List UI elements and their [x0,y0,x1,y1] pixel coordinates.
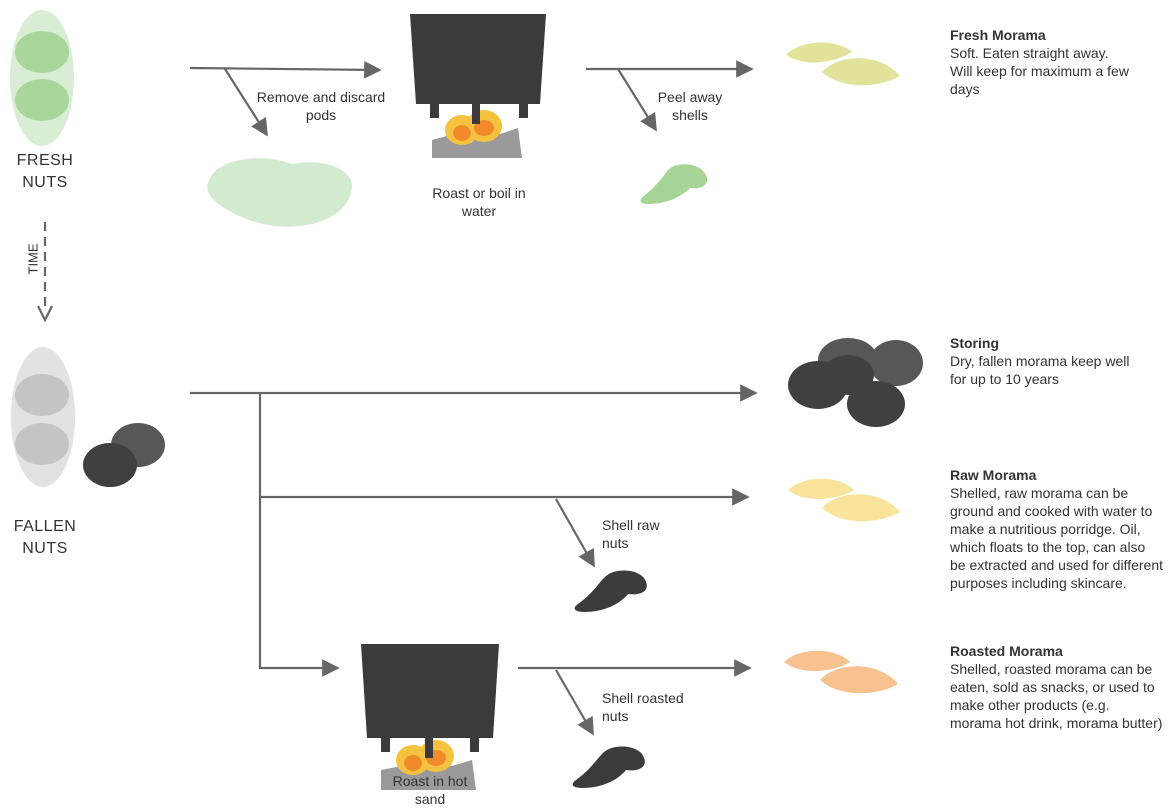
product-raw-morama-text: Shelled, raw morama can be ground and co… [950,485,1163,591]
step-shell-roasted-label: Shell roasted nuts [602,690,684,724]
product-storing-title: Storing [950,335,999,351]
bottom-flow-arrows [190,384,758,736]
product-raw-morama-title: Raw Morama [950,467,1037,483]
fallen-dark-nuts-icon [83,423,165,487]
fallen-nuts-label: FALLEN NUTS [13,518,77,557]
product-roasted-morama: Roasted Morama Shelled, roasted morama c… [950,642,1164,732]
step-remove-pods-label: Remove and discard pods [256,89,386,123]
product-fresh-morama-title: Fresh Morama [950,27,1046,43]
stored-nuts-icon [788,338,923,427]
roasted-morama-nuts-icon [784,650,898,694]
product-raw-morama: Raw Morama Shelled, raw morama can be gr… [950,466,1164,592]
step-shell-raw-label: Shell raw nuts [602,517,660,551]
discarded-pod-icon [207,158,352,227]
step-roast-boil-label: Roast or boil in water [432,185,526,219]
product-fresh-morama-text: Soft. Eaten straight away. Will keep for… [950,45,1129,97]
time-label: TIME [25,243,41,275]
step-peel-shells-label: Peel away shells [657,89,723,123]
fresh-nuts-pod-icon [10,10,74,146]
fresh-nuts-label: FRESH NUTS [16,152,74,191]
time-arrow [37,222,53,323]
product-storing-text: Dry, fallen morama keep well for up to 1… [950,353,1130,387]
shelled-roasted-nut-icon [572,746,645,788]
top-flow-arrows [189,60,754,137]
roasting-pot-bottom-icon [361,644,499,790]
step-roast-sand-label: Roast in hot sand [392,773,468,807]
shelled-raw-nut-icon [574,570,647,612]
product-storing: Storing Dry, fallen morama keep well for… [950,334,1130,388]
product-roasted-morama-text: Shelled, roasted morama can be eaten, so… [950,661,1163,731]
peeled-shell-icon [640,164,708,204]
product-fresh-morama: Fresh Morama Soft. Eaten straight away. … [950,26,1130,98]
fresh-morama-nuts-icon [786,42,900,86]
raw-morama-nuts-icon [788,478,900,522]
product-roasted-morama-title: Roasted Morama [950,643,1063,659]
fallen-nuts-pod-icon [11,347,75,487]
roasting-pot-top-icon [410,14,546,158]
